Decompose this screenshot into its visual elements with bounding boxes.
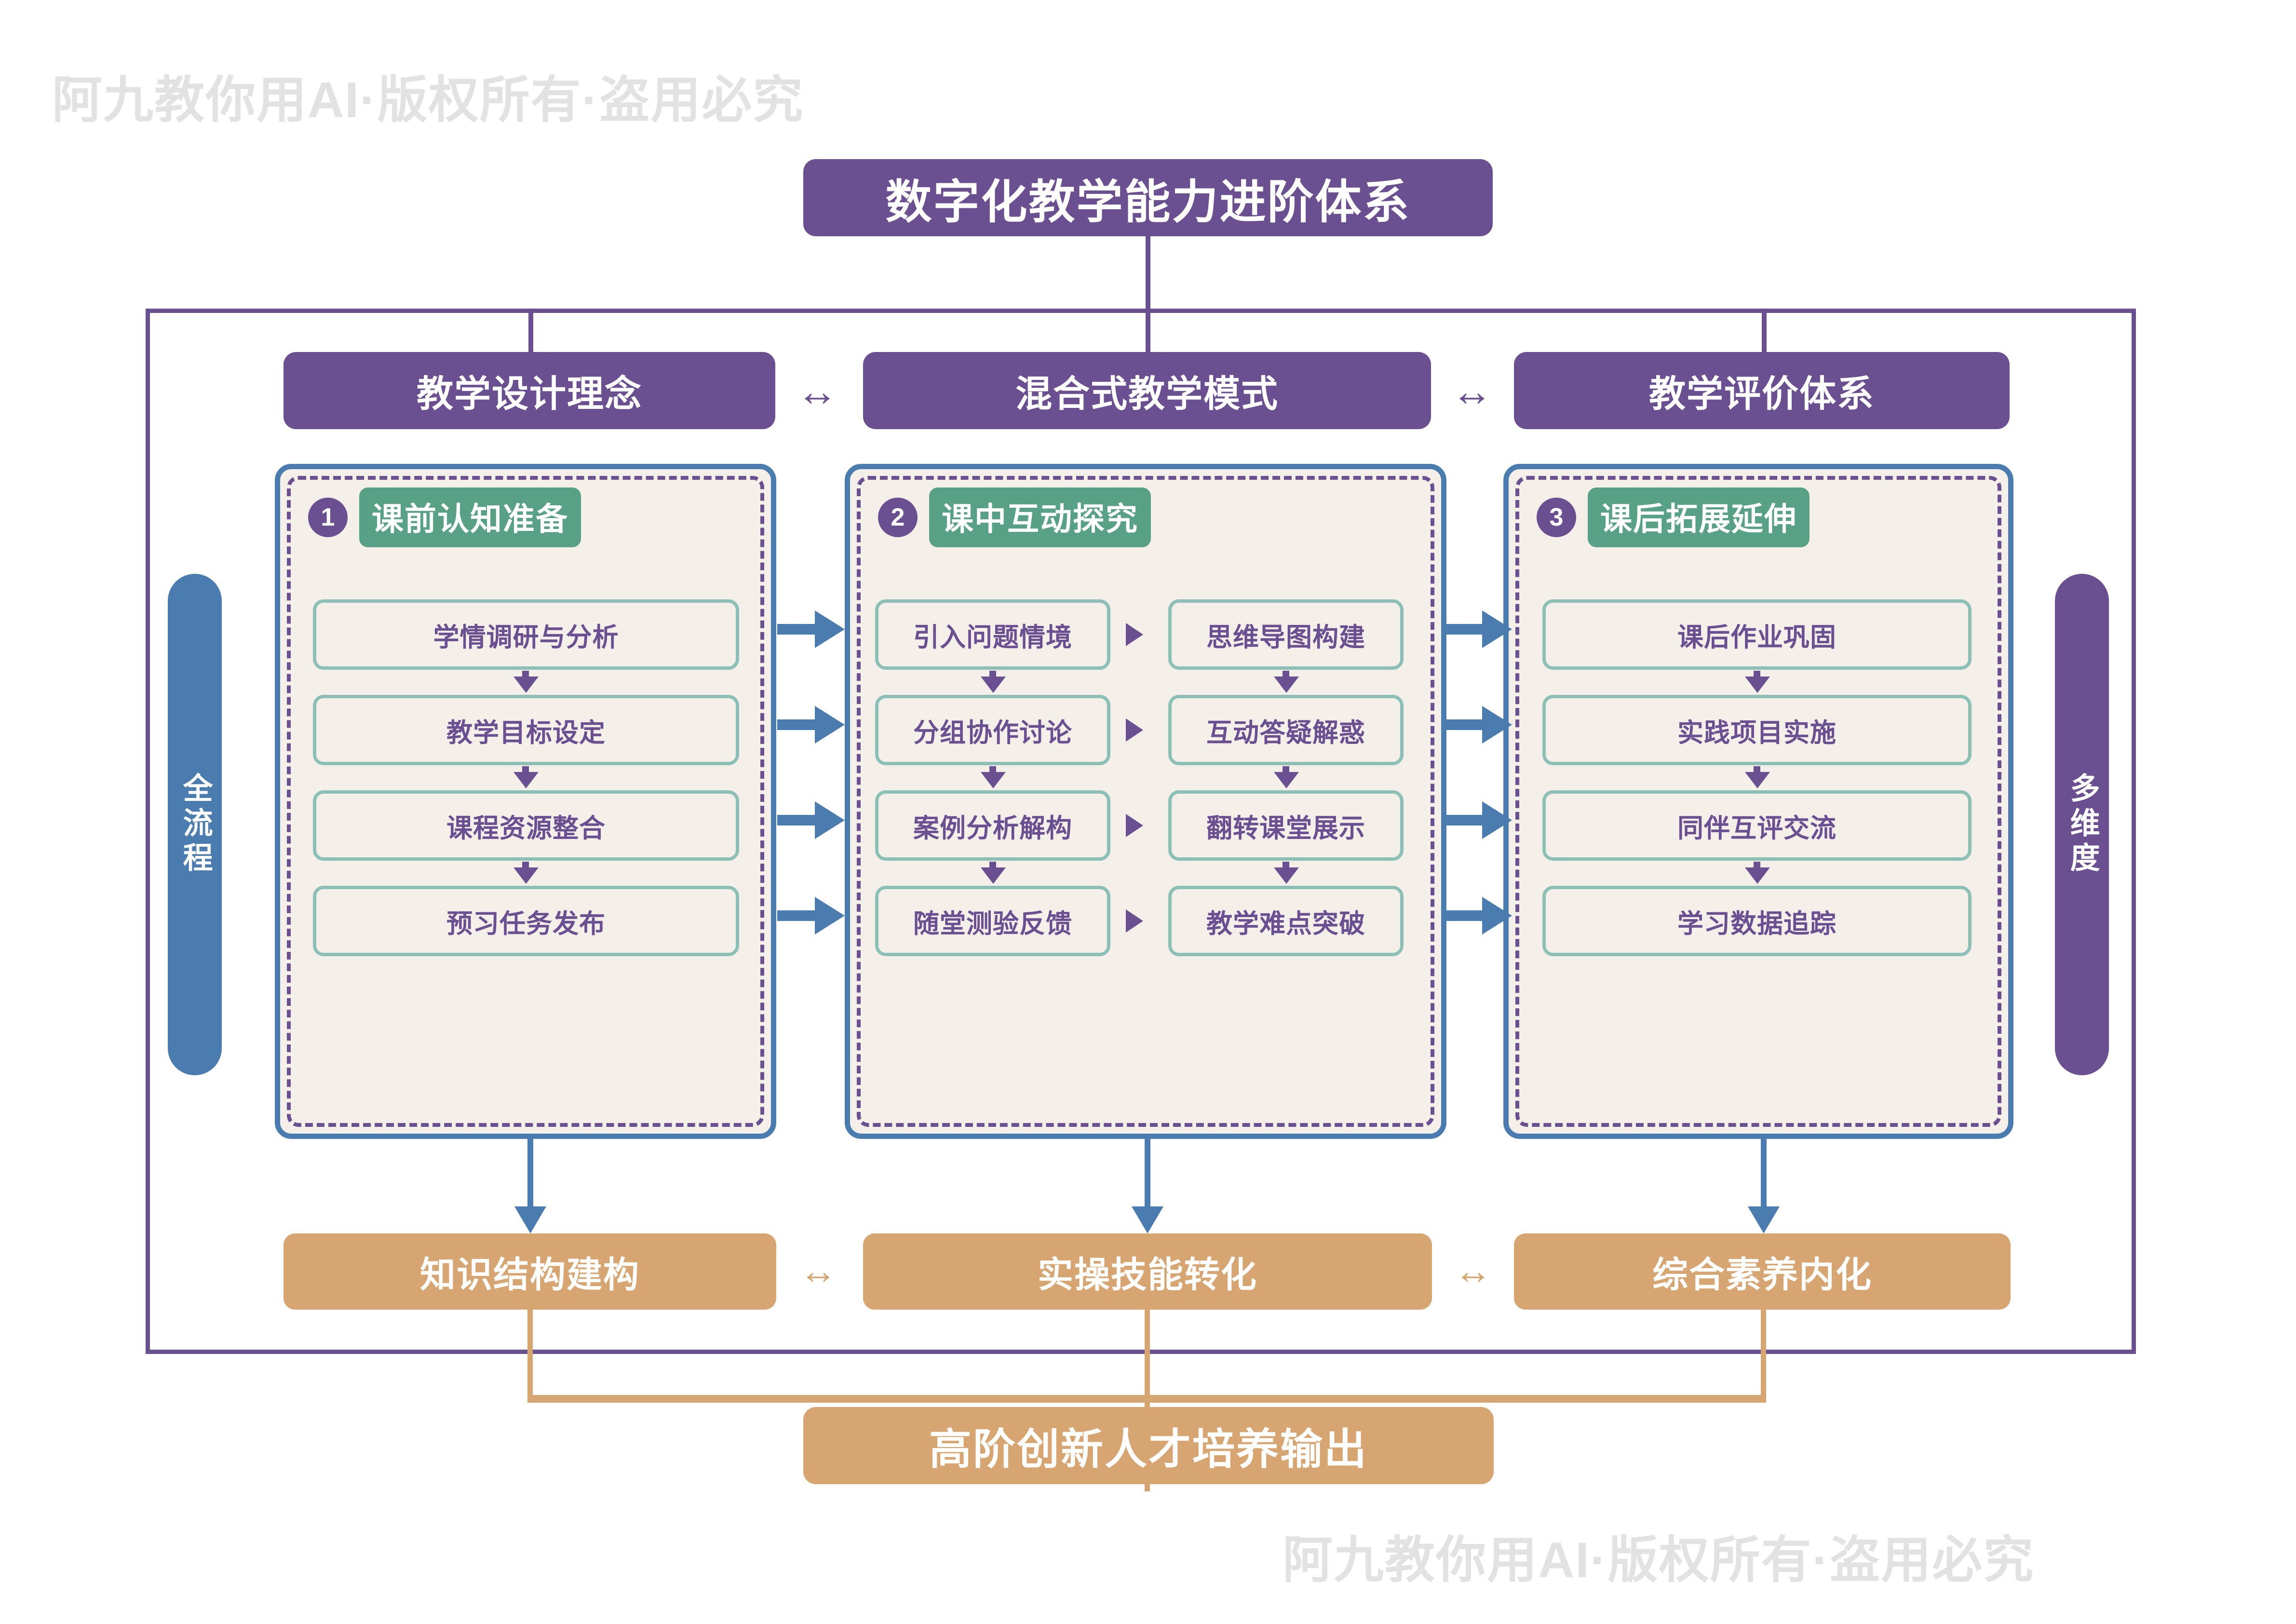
step-box[interactable]: 思维导图构建	[1168, 599, 1404, 670]
stage-dashed-border	[287, 476, 764, 1127]
step-box[interactable]: 分组协作讨论	[875, 695, 1110, 765]
step-box[interactable]: 教学难点突破	[1168, 886, 1404, 956]
bidirectional-arrow-icon: ↔	[1451, 368, 1493, 415]
outcome-connector-1	[527, 1310, 533, 1402]
stage-to-outcome-connector	[1145, 1139, 1150, 1209]
pillar-connector-1	[528, 309, 533, 357]
side-label-multi-dimension: 多维度	[2055, 574, 2109, 1075]
system-frame	[146, 309, 2136, 1354]
down-arrow-icon	[1745, 677, 1770, 693]
step-box[interactable]: 引入问题情境	[875, 599, 1110, 670]
stage-number-badge: 1	[308, 498, 348, 537]
outcome-box-skills[interactable]: 实操技能转化	[863, 1233, 1432, 1310]
down-arrow-icon	[981, 677, 1006, 693]
stage-header-3: 3 课后拓展延伸	[1509, 487, 2008, 547]
step-box[interactable]: 案例分析解构	[875, 790, 1110, 861]
page-title: 数字化教学能力进阶体系	[803, 159, 1493, 236]
step-box[interactable]: 同伴互评交流	[1542, 790, 1972, 861]
stage-to-outcome-connector	[1761, 1139, 1767, 1209]
stage-to-outcome-connector	[527, 1139, 533, 1209]
step-box[interactable]: 互动答疑解惑	[1168, 695, 1404, 765]
pillar-header-evaluation-system[interactable]: 教学评价体系	[1514, 352, 2010, 429]
down-arrow-icon	[1748, 1206, 1780, 1233]
step-box[interactable]: 翻转课堂展示	[1168, 790, 1404, 861]
cross-column-arrow	[1445, 706, 1513, 744]
watermark-bottom: 阿九教你用AI·版权所有·盗用必究	[1283, 1532, 2035, 1588]
right-arrow-icon	[1126, 718, 1143, 742]
stage-title-label: 课后拓展延伸	[1588, 487, 1810, 547]
down-arrow-icon	[1274, 867, 1299, 884]
stage-dashed-border	[857, 476, 1434, 1127]
step-box[interactable]: 学习数据追踪	[1542, 886, 1972, 956]
bidirectional-arrow-icon: ↔	[799, 1249, 837, 1292]
stage-number-badge: 3	[1537, 498, 1576, 537]
down-arrow-icon	[981, 867, 1006, 884]
pillar-header-teaching-design[interactable]: 教学设计理念	[284, 352, 775, 429]
step-box[interactable]: 随堂测验反馈	[875, 886, 1110, 956]
pillar-connector-3	[1762, 309, 1767, 357]
down-arrow-icon	[1274, 677, 1299, 693]
pillar-header-blended-mode[interactable]: 混合式教学模式	[863, 352, 1431, 429]
bidirectional-arrow-icon: ↔	[1454, 1249, 1492, 1292]
outcome-box-knowledge[interactable]: 知识结构建构	[284, 1233, 776, 1310]
cross-column-arrow	[777, 610, 845, 648]
side-label-right-text: 多维度	[2065, 772, 2099, 877]
outcome-connector-3	[1761, 1310, 1766, 1402]
cross-column-arrow	[1445, 610, 1513, 648]
side-label-left-text: 全流程	[178, 772, 212, 877]
stage-number-badge: 2	[878, 498, 918, 537]
cross-column-arrow	[777, 801, 845, 839]
step-box[interactable]: 学情调研与分析	[313, 599, 739, 670]
cross-column-arrow	[777, 897, 845, 934]
down-arrow-icon	[1745, 772, 1770, 788]
stage-panel-in-class: 2 课中互动探究 引入问题情境 思维导图构建 分组协作讨论 互动答疑解惑 案例分…	[845, 464, 1446, 1139]
step-box[interactable]: 教学目标设定	[313, 695, 739, 765]
down-arrow-icon	[981, 772, 1006, 788]
outcome-box-literacy[interactable]: 综合素养内化	[1514, 1233, 2011, 1310]
pillar-connector-2	[1146, 309, 1150, 357]
stage-header-1: 1 课前认知准备	[280, 487, 771, 547]
stage-panel-pre-class: 1 课前认知准备 学情调研与分析 教学目标设定 课程资源整合 预习任务发布	[275, 464, 776, 1139]
cross-column-arrow	[1445, 897, 1513, 934]
right-arrow-icon	[1126, 909, 1143, 933]
final-output-box[interactable]: 高阶创新人才培养输出	[803, 1407, 1494, 1484]
down-arrow-icon	[514, 1206, 546, 1233]
down-arrow-icon	[1745, 867, 1770, 884]
down-arrow-icon	[1132, 1206, 1163, 1233]
cross-column-arrow	[777, 706, 845, 744]
down-arrow-icon	[513, 677, 539, 693]
stage-title-label: 课中互动探究	[929, 487, 1151, 547]
step-box[interactable]: 预习任务发布	[313, 886, 739, 956]
stage-dashed-border	[1515, 476, 2001, 1127]
step-box[interactable]: 课后作业巩固	[1542, 599, 1972, 670]
watermark-top: 阿九教你用AI·版权所有·盗用必究	[52, 72, 804, 128]
stage-panel-post-class: 3 课后拓展延伸 课后作业巩固 实践项目实施 同伴互评交流 学习数据追踪	[1503, 464, 2013, 1139]
down-arrow-icon	[513, 867, 539, 884]
title-connector-line	[1146, 236, 1150, 309]
outcome-connector-2	[1145, 1310, 1150, 1402]
right-arrow-icon	[1126, 623, 1143, 646]
stage-title-label: 课前认知准备	[359, 487, 581, 547]
down-arrow-icon	[513, 772, 539, 788]
step-box[interactable]: 实践项目实施	[1542, 695, 1972, 765]
step-box[interactable]: 课程资源整合	[313, 790, 739, 861]
bidirectional-arrow-icon: ↔	[797, 368, 838, 415]
right-arrow-icon	[1126, 814, 1143, 837]
stage-header-2: 2 课中互动探究	[850, 487, 1441, 547]
cross-column-arrow	[1445, 801, 1513, 839]
down-arrow-icon	[1274, 772, 1299, 788]
side-label-full-process: 全流程	[168, 574, 222, 1075]
